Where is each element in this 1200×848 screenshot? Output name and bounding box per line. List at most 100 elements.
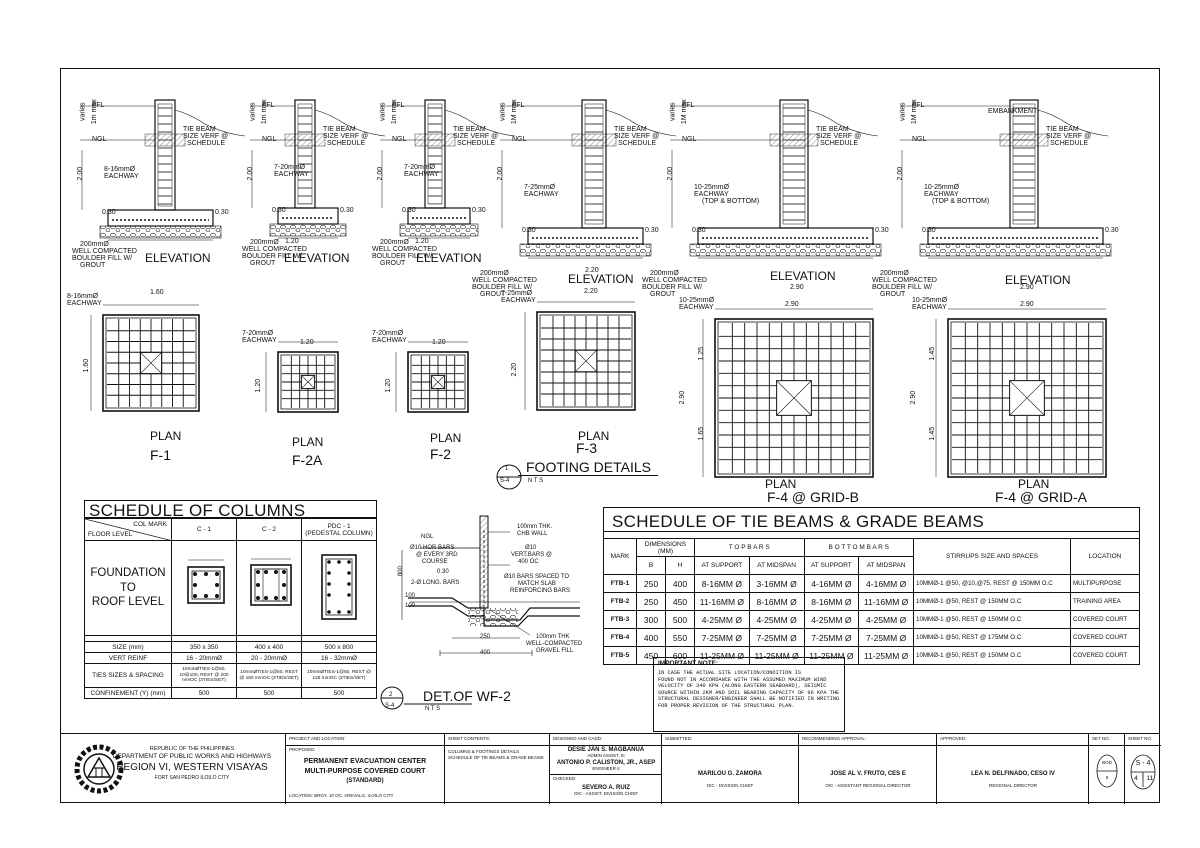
wf2-d030: 0.30 bbox=[437, 569, 449, 575]
dim-label: 0.30 bbox=[272, 207, 286, 214]
footing-pad bbox=[277, 207, 339, 225]
col-section-c2 bbox=[236, 540, 302, 636]
plan-bars-note: 7-20mmØ bbox=[372, 330, 404, 337]
approved-name: LEA N. DELFINADO, CESO IV bbox=[971, 771, 1055, 777]
approved-divider bbox=[937, 745, 1089, 746]
set-number: 8 bbox=[1105, 775, 1109, 780]
footing-plan-outline bbox=[102, 314, 200, 412]
wf2-gravel-2: WELL-COMPACTED bbox=[526, 641, 583, 647]
sheet-total: 11 bbox=[1146, 775, 1154, 782]
wf2-long-bars: 2-Ø LONG. BARS bbox=[411, 580, 460, 586]
col-mark-pdc1-label: PDC - 1 bbox=[327, 522, 351, 530]
vert-reinf-pdc1: 16 - 32mmØ bbox=[301, 652, 377, 664]
elevation-title: ELEVATION bbox=[568, 272, 634, 286]
plan-bars-note: 7-20mmØ bbox=[242, 330, 274, 337]
set-divider bbox=[1089, 745, 1125, 746]
plan-eachway-note: EACHWAY bbox=[912, 304, 947, 311]
fill-note: 200mmØ bbox=[880, 270, 909, 277]
footing-plan-inner bbox=[950, 321, 1104, 475]
important-note-line: VELOCITY OF 340 KPH (ALONG EASTERN SEABO… bbox=[658, 683, 827, 690]
fill-note: 200mmØ bbox=[480, 270, 509, 277]
tie-beam-loc: MULTIPURPOSE bbox=[1070, 574, 1140, 593]
tie-beam-bm: 11-16MM Ø bbox=[858, 592, 914, 611]
tie-beam-tm: 3-16MM Ø bbox=[748, 574, 805, 593]
plan-eachway-note: EACHWAY bbox=[67, 300, 102, 307]
wf2-wall-2: CHB WALL bbox=[517, 531, 548, 537]
designer-1-role: ADMIN ASSIST. III bbox=[587, 753, 625, 758]
ties-c1: 10mmØTIES-1@50, 10@100, REST @ 200 mmOC … bbox=[171, 663, 237, 688]
sheet-contents-cell: SHEET CONTENTS: COLUMNS & FOOTINGS DETAI… bbox=[444, 734, 550, 804]
soil-profile bbox=[1037, 109, 1109, 137]
boulder-fill bbox=[269, 223, 347, 237]
dim-label: 2.00 bbox=[897, 166, 905, 181]
dim-label: 2.90 bbox=[785, 301, 799, 308]
column-ties bbox=[427, 103, 443, 205]
plan-eachway-note: EACHWAY bbox=[242, 337, 277, 344]
varies-label: varies bbox=[249, 102, 257, 122]
col-mark-label: COL MARK bbox=[133, 521, 167, 528]
column-ties bbox=[157, 103, 173, 207]
top-bottom-note: (TOP & BOTTOM) bbox=[702, 198, 760, 205]
col-mark-pdc1: PDC - 1(PEDESTAL COLUMN) bbox=[301, 518, 377, 541]
sheet-code: S - 4 bbox=[1135, 760, 1151, 767]
size-pdc1: 500 x 800 bbox=[301, 641, 377, 653]
th-bottom: B O T T O M B A R S bbox=[803, 538, 914, 557]
important-note-line: IN CASE THE ACTUAL SITE LOCATION/CONDITI… bbox=[658, 670, 802, 676]
varies-label: varies bbox=[499, 102, 507, 122]
ngl-label: NGL bbox=[392, 136, 407, 143]
soil-profile bbox=[314, 109, 386, 137]
wf2-hor-2: @ EVERY 3RD bbox=[416, 552, 458, 558]
fill-note: 200mmØ bbox=[80, 241, 109, 248]
size-c2: 400 x 400 bbox=[236, 641, 302, 653]
footing-details-title: FOOTING DETAILS bbox=[526, 459, 651, 475]
designed-cell: DESIGNED AND CADD: DESIE JAN S. MAGBANUA… bbox=[549, 734, 662, 804]
sheet-no-cell: SHEET NO. S - 4 4 11 bbox=[1124, 734, 1161, 804]
footing-pad bbox=[927, 227, 1104, 245]
wf2-vert-1: Ø10 bbox=[525, 545, 537, 551]
elevation-title: ELEVATION bbox=[1005, 273, 1071, 287]
boulder-fill bbox=[399, 223, 479, 237]
dim-label: 1.45 bbox=[929, 426, 937, 441]
set-bubble bbox=[1096, 754, 1118, 788]
boulder-fill bbox=[99, 225, 222, 239]
tie-beam-ts: 7-25MM Ø bbox=[694, 628, 750, 647]
approved-cell: APPROVED: LEA N. DELFINADO, CESO IV REGI… bbox=[936, 734, 1089, 804]
bars-note: 7-20mmØ bbox=[274, 164, 306, 171]
columns-schedule: SCHEDULE OF COLUMNS COL MARK FLOOR LEVEL… bbox=[84, 500, 377, 699]
tie-beam-note: TIE BEAM bbox=[453, 126, 486, 133]
title-block: REPUBLIC OF THE PHILIPPINES DEPARTMENT O… bbox=[60, 733, 1161, 804]
column-stub-x bbox=[776, 380, 812, 416]
wf2-slab-2: MATCH SLAB bbox=[518, 581, 556, 587]
tie-beam-tm: 4-25MM Ø bbox=[748, 610, 805, 629]
ngl-label: NGL bbox=[912, 136, 927, 143]
colmark-cell: COL MARK FLOOR LEVEL bbox=[84, 518, 173, 541]
region-label: REGION VI, WESTERN VISAYAS bbox=[116, 762, 268, 773]
tie-beam-stir: 10MMØ-1 @50, REST @ 175MM O.C bbox=[913, 628, 1071, 647]
tie-beam-bm: 11-25MM Ø bbox=[858, 646, 914, 665]
wf2-sheet: S-4 bbox=[385, 703, 395, 709]
footing-plan-inner bbox=[410, 354, 466, 410]
eachway-note: EACHWAY bbox=[104, 173, 139, 180]
plan-eachway-note: EACHWAY bbox=[372, 337, 407, 344]
boulder-fill bbox=[519, 243, 652, 257]
ties-c2: 10mmØTIES-1@50, REST @ 150 mmOC (2TIES/S… bbox=[236, 663, 302, 688]
important-note-line: STRUCTURAL DESIGNER/ENGINEER SHALL BE NO… bbox=[658, 696, 840, 703]
soil-profile bbox=[807, 109, 879, 137]
plan-bars-note: 7-25mmØ bbox=[501, 290, 533, 297]
footing-plan-outline bbox=[947, 318, 1107, 478]
fill-note: WELL COMPACTED bbox=[242, 246, 307, 253]
tie-beam-bs: 11-25MM Ø bbox=[803, 646, 860, 665]
dim-label: 2.90 bbox=[1020, 301, 1034, 308]
set-label: SET NO. bbox=[1092, 736, 1110, 741]
soil-profile bbox=[444, 109, 516, 137]
designed-label: DESIGNED AND CADD: bbox=[553, 736, 603, 741]
bars-note: 7-20mmØ bbox=[404, 164, 436, 171]
dim-label: 0.30 bbox=[875, 227, 889, 234]
dim-label: 1.65 bbox=[698, 426, 706, 441]
ffl-label: FFL bbox=[262, 102, 275, 109]
tie-beam-loc: COVERED COURT bbox=[1070, 646, 1140, 665]
dim-label: 0.30 bbox=[340, 207, 354, 214]
footing-details-bubble bbox=[496, 464, 522, 490]
fill-note: GROUT bbox=[480, 291, 506, 298]
